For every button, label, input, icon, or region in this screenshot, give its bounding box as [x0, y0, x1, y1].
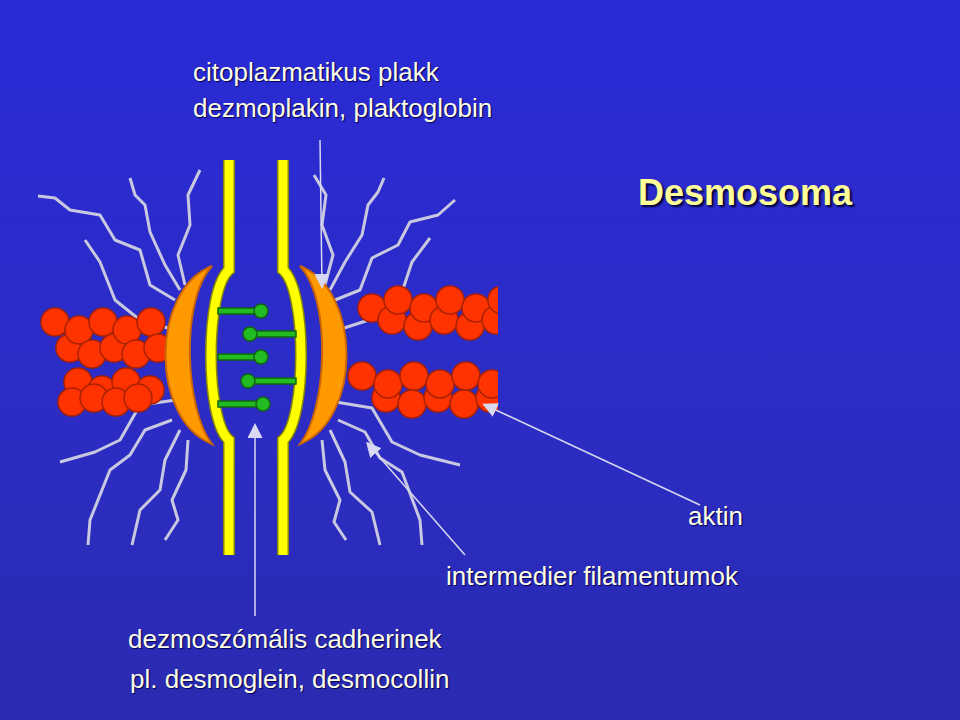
- intermediate-filaments: [38, 170, 460, 545]
- callout-label: pl. desmoglein, desmocollin: [130, 665, 449, 695]
- callout-label: dezmoszómális cadherinek: [128, 625, 442, 655]
- title: Desmosoma: [638, 172, 852, 214]
- callout-label: aktin: [688, 502, 743, 532]
- leader-line: [255, 140, 700, 616]
- cadherin: [218, 304, 296, 411]
- actin-filament: [348, 286, 498, 418]
- callout-label: dezmoplakin, plaktoglobin: [193, 94, 492, 124]
- actin-filament: [41, 308, 172, 416]
- callout-label: citoplazmatikus plakk: [193, 58, 439, 88]
- callout-label: intermedier filamentumok: [446, 562, 738, 592]
- cell-membrane: [283, 160, 301, 555]
